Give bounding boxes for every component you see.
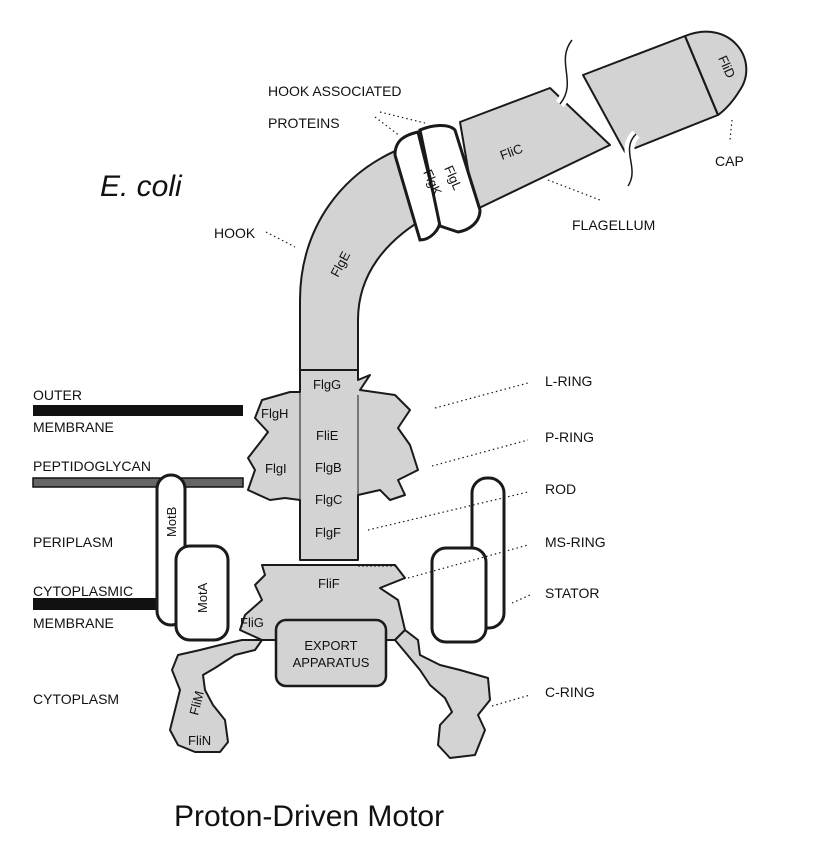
label-organism: E. coli — [100, 170, 183, 203]
caption: Proton-Driven Motor — [174, 800, 444, 833]
label-export-line2: APPARATUS — [293, 655, 370, 670]
label-flg-h: FlgH — [261, 406, 288, 421]
label-hook: HOOK — [214, 225, 256, 241]
stator-mot-a — [174, 544, 230, 642]
hap-flg-l — [418, 124, 482, 234]
label-outer-1: OUTER — [33, 387, 82, 403]
label-flg-c: FlgC — [315, 492, 342, 507]
label-hook-associated-2: PROTEINS — [268, 115, 340, 131]
outer-membrane-bar — [33, 405, 243, 416]
label-peptidoglycan: PEPTIDOGLYCAN — [33, 458, 151, 474]
label-rod: ROD — [545, 481, 576, 497]
label-c-ring: C-RING — [545, 684, 595, 700]
label-flagellum: FLAGELLUM — [572, 217, 655, 233]
label-mot-b: MotB — [164, 507, 179, 537]
label-hook-associated-1: HOOK ASSOCIATED — [268, 83, 402, 99]
label-periplasm: PERIPLASM — [33, 534, 113, 550]
leader-flagellum — [547, 179, 601, 201]
label-fli-e: FliE — [316, 428, 339, 443]
label-cytoplasmic-2: MEMBRANE — [33, 615, 114, 631]
stator-right-short — [430, 546, 488, 644]
label-ms-ring: MS-RING — [545, 534, 606, 550]
export-apparatus — [274, 618, 388, 688]
label-flg-f: FlgF — [315, 525, 341, 540]
label-outer-2: MEMBRANE — [33, 419, 114, 435]
leader-hook — [265, 231, 296, 248]
label-p-ring: P-RING — [545, 429, 594, 445]
label-cytoplasmic-1: CYTOPLASMIC — [33, 583, 133, 599]
label-fli-m: FliM — [186, 689, 206, 716]
label-fli-c: FliC — [498, 141, 525, 163]
label-fli-g: FliG — [240, 615, 264, 630]
cytoplasmic-membrane-bar — [33, 598, 158, 610]
leader-c-ring — [491, 694, 531, 707]
label-cytoplasm: CYTOPLASM — [33, 691, 119, 707]
c-ring-right — [394, 629, 491, 759]
leader-l-ring — [434, 382, 529, 409]
leader-hap-2 — [379, 111, 426, 124]
cap-fli-d — [684, 30, 748, 116]
label-l-ring: L-RING — [545, 373, 592, 389]
leader-hap-1 — [374, 116, 401, 137]
leader-cap — [729, 119, 733, 141]
cap-divider — [684, 35, 719, 116]
filament-break-line-2 — [627, 133, 637, 187]
label-flg-b: FlgB — [315, 460, 342, 475]
filament-fli-c — [459, 87, 611, 211]
peptidoglycan-bar — [32, 477, 244, 488]
label-cap: CAP — [715, 153, 744, 169]
label-flg-g: FlgG — [313, 377, 341, 392]
label-fli-f: FliF — [318, 576, 340, 591]
label-flg-i: FlgI — [265, 461, 287, 476]
leader-rod — [367, 491, 529, 531]
filament-break-line-1 — [559, 39, 573, 105]
leader-stator — [511, 594, 531, 604]
label-mot-a: MotA — [195, 582, 210, 613]
rod-basal-body — [247, 369, 419, 561]
leader-p-ring — [431, 439, 529, 467]
label-stator: STATOR — [545, 585, 599, 601]
label-export-line1: EXPORT — [304, 638, 357, 653]
label-fli-n: FliN — [188, 733, 211, 748]
c-ring-left — [169, 639, 263, 753]
leader-ms-ring — [407, 544, 529, 579]
